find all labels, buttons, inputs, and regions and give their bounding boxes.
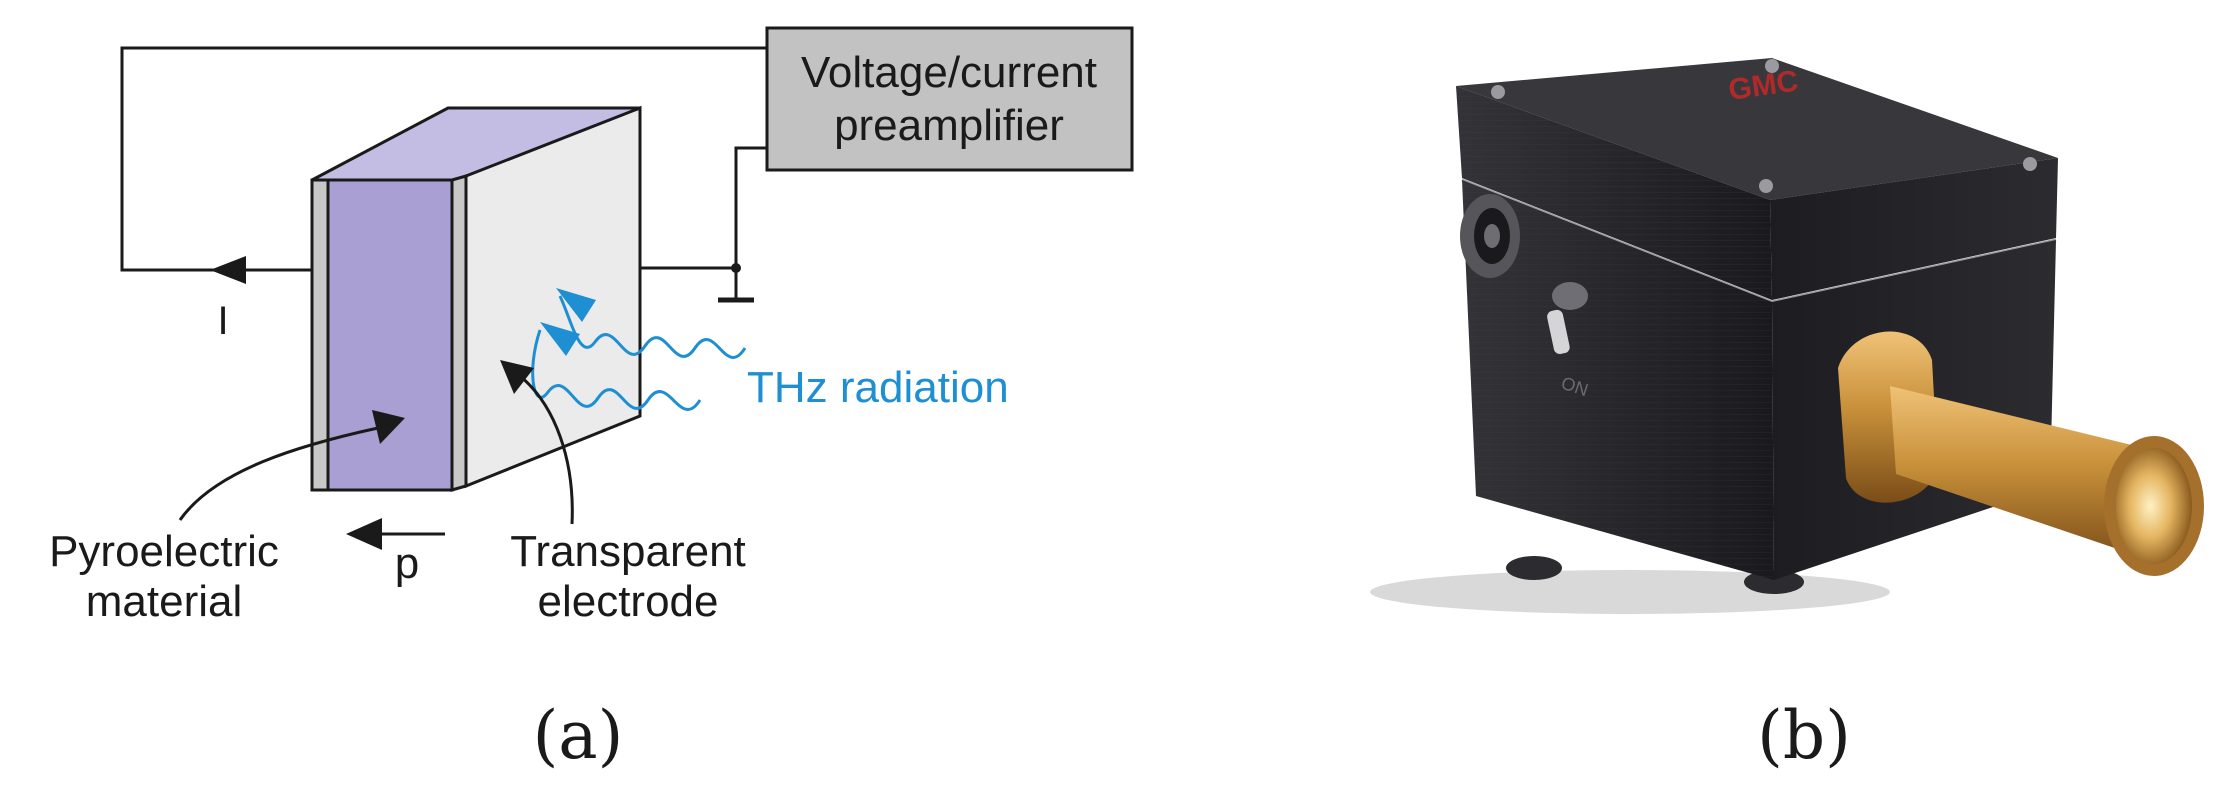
detector-block [310,105,642,492]
preamp-label-line2: preamplifier [834,101,1064,150]
pyro-callout-arrow-icon [372,410,405,444]
horn-mouth-aperture [2116,448,2192,564]
device-body-texture [1462,180,1774,580]
device-foot-left [1506,556,1562,580]
device-shadow [1370,570,1890,614]
panel-b-caption: (b) [1757,697,1851,774]
pyro-label-line1: Pyroelectric [49,527,279,576]
screw-icon [2023,157,2037,171]
thz-label: THz radiation [747,363,1009,412]
device-foot-front [1744,570,1804,594]
panel-a: I Voltage/current preamplifier THz radia… [49,26,1134,774]
preamp-label-line1: Voltage/current [801,48,1097,97]
current-label: I [217,299,228,343]
horn-aperture-icon [1838,331,2204,576]
pyro-callout-line [178,426,379,521]
transparent-electrode-face [464,105,642,489]
screw-icon [1491,85,1505,99]
thz-wave-upper [558,295,747,359]
front-electrode-rim [450,174,468,492]
signal-wire [555,146,767,270]
pyroelectric-layer [326,178,454,492]
screw-icon [1765,59,1779,73]
toggle-switch-icon [1547,282,1588,355]
electrode-label-line2: electrode [537,577,718,626]
pyro-label-line2: material [86,577,243,626]
device-lid-top [1456,58,2058,200]
electrode-callout-line [519,374,574,525]
panel-b: GMC ON (b) [1370,58,2204,774]
polarization-label: p [395,539,419,588]
panel-a-caption: (a) [533,697,624,774]
horn-tube [1890,386,2156,562]
device-lid-texture [1456,86,1772,300]
screw-icon [1759,179,1773,193]
thz-arrow-upper-icon [556,288,596,322]
junction-dot [731,263,741,273]
connector-icon [1460,194,1520,278]
device-lid-front [1770,158,2058,300]
current-arrow-icon [210,256,246,284]
electrode-callout-arrow-icon [500,360,534,394]
polarization-arrow-icon [346,518,382,550]
thz-arrow-lower-icon [540,322,580,356]
electrode-label-line1: Transparent [510,527,746,576]
preamplifier-box [765,26,1134,172]
